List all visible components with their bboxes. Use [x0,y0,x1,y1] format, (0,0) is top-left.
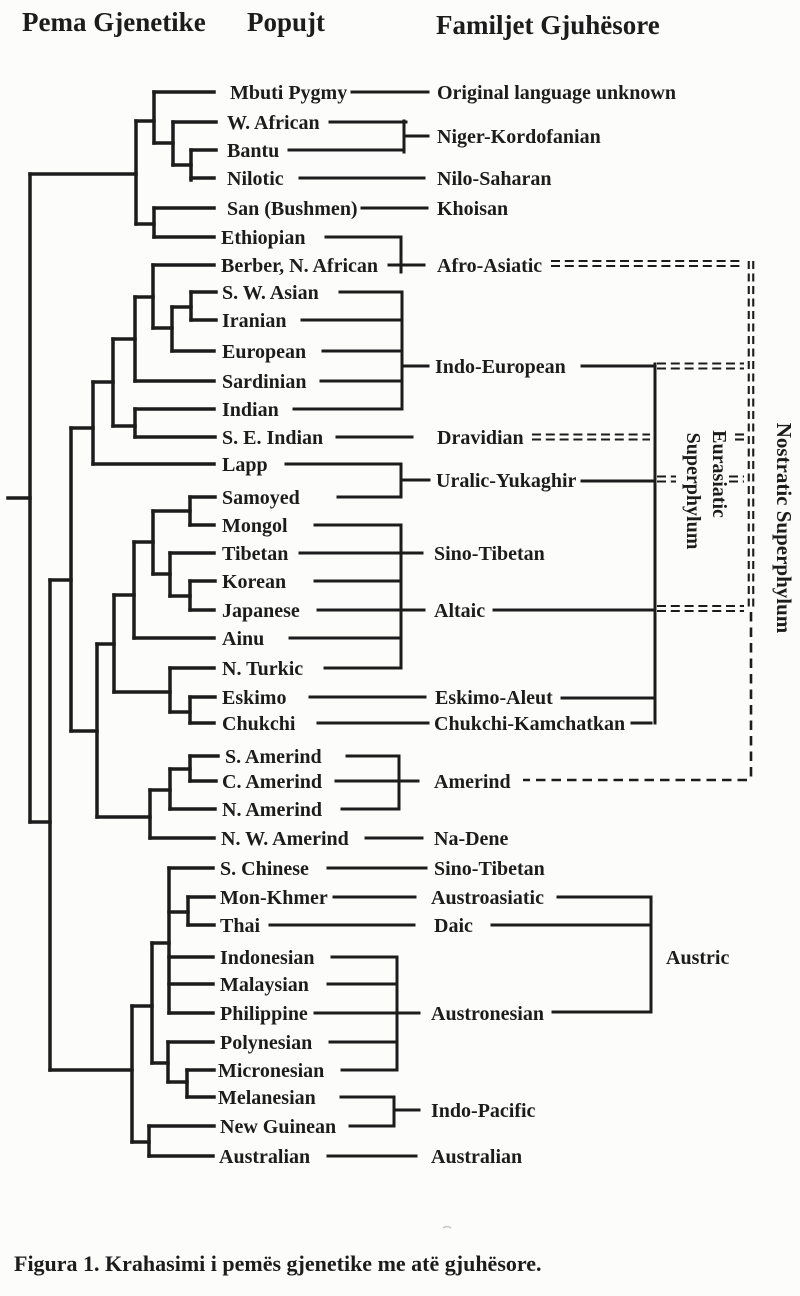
svg-text:Dravidian: Dravidian [437,427,524,449]
svg-text:Sino-Tibetan: Sino-Tibetan [434,543,545,565]
svg-text:San (Bushmen): San (Bushmen) [227,198,358,220]
svg-text:Indo-Pacific: Indo-Pacific [431,1100,536,1122]
svg-text:N. Turkic: N. Turkic [222,658,303,680]
svg-text:Khoisan: Khoisan [437,198,508,220]
svg-text:Philippine: Philippine [220,1003,308,1025]
svg-text:Daic: Daic [434,915,473,937]
svg-text:Afro-Asiatic: Afro-Asiatic [437,255,542,277]
svg-text:Mon-Khmer: Mon-Khmer [220,887,328,909]
svg-text:Tibetan: Tibetan [222,543,288,565]
svg-text:S. W. Asian: S. W. Asian [222,282,319,304]
svg-text:Japanese: Japanese [222,600,300,622]
svg-text:Australian: Australian [219,1146,310,1168]
svg-text:Ethiopian: Ethiopian [221,227,305,249]
svg-text:Nilotic: Nilotic [227,168,284,190]
svg-text:Chukchi-Kamchatkan: Chukchi-Kamchatkan [434,713,625,735]
svg-text:Mbuti Pygmy: Mbuti Pygmy [230,82,347,104]
svg-text:Malaysian: Malaysian [220,974,309,996]
svg-text:Austroasiatic: Austroasiatic [431,887,544,909]
svg-text:Austric: Austric [666,947,729,969]
svg-text:Nilo-Saharan: Nilo-Saharan [437,168,551,190]
svg-text:Popujt: Popujt [247,7,325,37]
svg-text:Lapp: Lapp [222,454,268,476]
svg-text:Thai: Thai [220,915,260,937]
svg-text:W. African: W. African [227,112,320,134]
svg-text:C. Amerind: C. Amerind [222,771,322,793]
svg-text:Eskimo-Aleut: Eskimo-Aleut [435,687,553,709]
svg-text:Melanesian: Melanesian [218,1087,316,1109]
svg-text:Indian: Indian [222,399,279,421]
svg-text:Korean: Korean [222,571,286,593]
svg-text:N. W. Amerind: N. W. Amerind [221,828,349,850]
svg-text:Bantu: Bantu [227,140,279,162]
svg-text:Ainu: Ainu [222,628,264,650]
svg-text:Indo-European: Indo-European [435,356,566,378]
svg-text:Indonesian: Indonesian [220,947,315,969]
svg-text:New Guinean: New Guinean [220,1116,336,1138]
svg-text:Sino-Tibetan: Sino-Tibetan [434,858,545,880]
svg-text:Superphylum: Superphylum [682,433,704,550]
svg-text:Niger-Kordofanian: Niger-Kordofanian [437,126,601,148]
svg-text:Uralic-Yukaghir: Uralic-Yukaghir [436,470,577,492]
svg-text:Eskimo: Eskimo [222,687,286,709]
svg-text:Mongol: Mongol [222,515,288,537]
svg-text:Iranian: Iranian [222,310,286,332]
svg-text:Polynesian: Polynesian [220,1032,312,1054]
svg-text:Samoyed: Samoyed [222,487,300,509]
svg-text:Sardinian: Sardinian [222,371,306,393]
svg-text:S. E. Indian: S. E. Indian [222,427,323,449]
svg-text:Micronesian: Micronesian [218,1060,324,1082]
svg-text:Australian: Australian [431,1146,522,1168]
svg-text:Nostratic Superphylum: Nostratic Superphylum [772,423,796,634]
svg-text:Na-Dene: Na-Dene [434,828,509,850]
svg-text:Berber, N. African: Berber, N. African [221,255,378,277]
svg-text:S. Amerind: S. Amerind [225,746,322,768]
svg-text:N. Amerind: N. Amerind [222,799,322,821]
svg-text:Austronesian: Austronesian [431,1003,544,1025]
svg-text:Amerind: Amerind [434,771,511,793]
svg-text:Figura 1. Krahasimi i pemës gj: Figura 1. Krahasimi i pemës gjenetike me… [14,1251,542,1276]
svg-text:Familjet Gjuhësore: Familjet Gjuhësore [436,10,660,40]
svg-text:Altaic: Altaic [434,600,485,622]
svg-text:Pema Gjenetike: Pema Gjenetike [22,7,206,37]
svg-text:Original language unknown: Original language unknown [437,82,676,104]
svg-text:European: European [222,341,306,363]
svg-text:S. Chinese: S. Chinese [220,858,309,880]
svg-text:Chukchi: Chukchi [222,713,296,735]
svg-text:Eurasiatic: Eurasiatic [708,430,730,518]
